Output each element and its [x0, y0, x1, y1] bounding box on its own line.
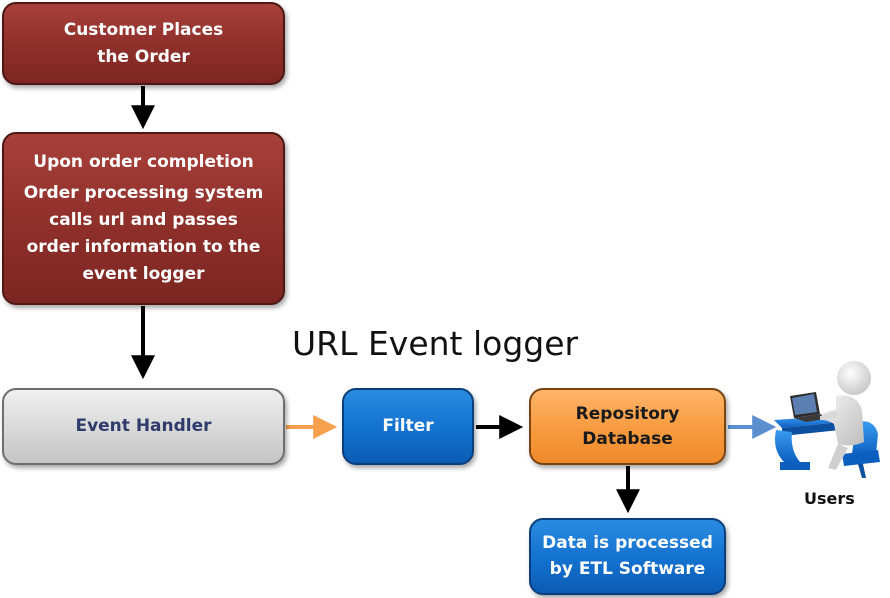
- users-label: Users: [804, 489, 855, 508]
- order-completion-line-5: event logger: [82, 264, 205, 285]
- customer-order-box: Customer Places the Order: [2, 2, 285, 85]
- customer-order-line-1: Customer Places: [63, 20, 224, 41]
- users-icon: [774, 361, 880, 478]
- order-completion-line-2: Order processing system: [23, 182, 264, 203]
- filter-box: Filter: [342, 388, 474, 465]
- filter-label: Filter: [382, 416, 434, 437]
- order-completion-line-3: calls url and passes: [49, 209, 238, 230]
- etl-line-1: Data is processed: [542, 533, 713, 553]
- repository-line-2: Database: [582, 428, 673, 449]
- repository-line-1: Repository: [575, 403, 680, 424]
- customer-order-line-2: the Order: [97, 46, 190, 67]
- event-handler-label: Event Handler: [75, 416, 212, 437]
- order-completion-line-1: Upon order completion: [33, 151, 254, 172]
- order-completion-line-4: order information to the: [26, 237, 261, 258]
- etl-line-2: by ETL Software: [549, 558, 706, 579]
- order-completion-box: Upon order completion Order processing s…: [2, 132, 285, 305]
- etl-box: Data is processed by ETL Software: [529, 518, 726, 595]
- diagram-title: URL Event logger: [292, 324, 579, 363]
- repository-database-box: Repository Database: [529, 388, 726, 465]
- event-handler-box: Event Handler: [2, 388, 285, 465]
